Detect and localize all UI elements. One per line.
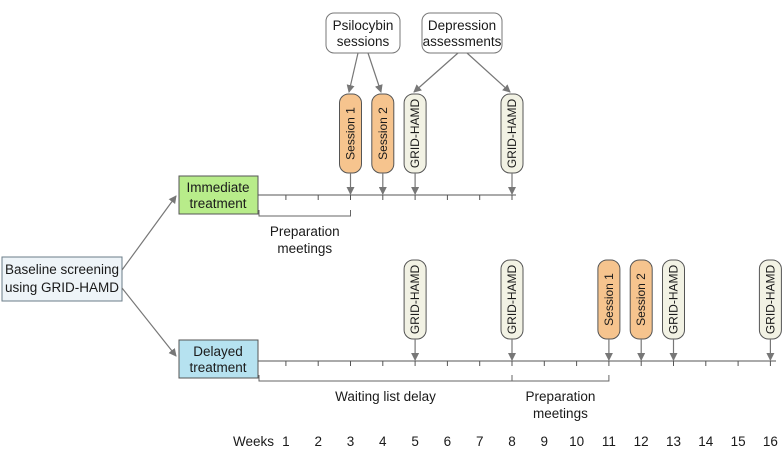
delayed-treatment-box: Delayed treatment <box>178 339 259 379</box>
delayed-label-line2: treatment <box>189 360 246 375</box>
depression-callout-line1: Depression <box>428 18 496 33</box>
callout-arrow-assessment-wk5 <box>413 52 459 93</box>
marker-label: GRID-HAMD <box>408 99 422 169</box>
assessment-marker-grid-hamd-week-5: GRID-HAMD <box>403 93 427 195</box>
marker-label: GRID-HAMD <box>505 265 519 335</box>
week-label-8: 8 <box>508 434 516 449</box>
immediate-treatment-box: Immediate treatment <box>178 175 259 215</box>
session-marker-session-1-week-3: Session 1 <box>339 93 362 195</box>
session-marker-session-2-week-4: Session 2 <box>371 93 395 195</box>
marker-label: GRID-HAMD <box>408 265 422 335</box>
bracket-preparation: Preparation meetings <box>511 375 610 421</box>
bracket-label-line1: Waiting list delay <box>335 389 436 404</box>
week-label-9: 9 <box>541 434 549 449</box>
baseline-box: Baseline screening using GRID-HAMD <box>1 256 123 302</box>
assessment-marker-grid-hamd-week-5: GRID-HAMD <box>403 259 427 361</box>
branch-arrow-immediate <box>121 195 177 271</box>
bracket-waiting-list-delay: Waiting list delay <box>258 375 513 404</box>
bracket-label-line2: meetings <box>277 241 332 256</box>
week-label-15: 15 <box>731 434 746 449</box>
immediate-label-line1: Immediate <box>186 180 249 195</box>
psilocybin-callout-line1: Psilocybin <box>333 18 394 33</box>
week-label-1: 1 <box>282 434 290 449</box>
week-label-10: 10 <box>569 434 584 449</box>
week-label-5: 5 <box>411 434 419 449</box>
marker-label: Session 1 <box>344 107 358 160</box>
callout-arrow-assessment-wk8 <box>466 52 511 93</box>
session-marker-session-1-week-11: Session 1 <box>597 259 621 361</box>
immediate-markers: Session 1 Session 2 GRID-HAMD GRID-HAMD <box>339 93 524 195</box>
marker-label: GRID-HAMD <box>763 265 777 335</box>
week-label-2: 2 <box>314 434 322 449</box>
week-label-6: 6 <box>444 434 452 449</box>
assessment-marker-grid-hamd-week-13: GRID-HAMD <box>662 259 685 361</box>
bracket-preparation: Preparation meetings <box>258 210 351 256</box>
week-label-16: 16 <box>763 434 778 449</box>
psilocybin-sessions-callout: Psilocybin sessions <box>325 12 401 54</box>
callout-arrow-session1 <box>346 52 359 93</box>
delayed-markers: GRID-HAMD GRID-HAMD Session 1 Session 2 GRID… <box>403 259 782 361</box>
immediate-timeline <box>258 194 516 200</box>
depression-assessments-callout: Depression assessments <box>421 12 503 54</box>
immediate-label-line2: treatment <box>189 196 246 211</box>
week-label-3: 3 <box>347 434 355 449</box>
baseline-label-line2: using GRID-HAMD <box>5 280 119 295</box>
delayed-timeline <box>258 360 776 366</box>
marker-label: GRID-HAMD <box>505 99 519 169</box>
marker-label: Session 2 <box>376 107 390 160</box>
assessment-marker-grid-hamd-week-8: GRID-HAMD <box>500 259 524 361</box>
weeks-axis-label: Weeks <box>233 434 274 449</box>
branch-arrow-delayed <box>121 287 177 357</box>
marker-label: Session 2 <box>634 273 648 326</box>
callout-arrow-session2 <box>367 52 383 93</box>
session-marker-session-2-week-12: Session 2 <box>629 259 653 361</box>
depression-callout-line2: assessments <box>423 34 502 49</box>
week-label-13: 13 <box>666 434 681 449</box>
week-label-14: 14 <box>698 434 714 449</box>
week-label-12: 12 <box>634 434 649 449</box>
bracket-label-line1: Preparation <box>270 224 340 239</box>
marker-label: Session 1 <box>602 273 616 326</box>
psilocybin-callout-line2: sessions <box>337 34 390 49</box>
baseline-label-line1: Baseline screening <box>5 262 119 277</box>
bracket-label-line1: Preparation <box>526 389 596 404</box>
week-label-4: 4 <box>379 434 387 449</box>
assessment-marker-grid-hamd-week-16: GRID-HAMD <box>758 259 782 361</box>
delayed-label-line1: Delayed <box>193 344 243 359</box>
marker-label: GRID-HAMD <box>667 265 681 335</box>
week-label-11: 11 <box>602 434 616 449</box>
assessment-marker-grid-hamd-week-8: GRID-HAMD <box>500 93 524 195</box>
bracket-label-line2: meetings <box>533 406 588 421</box>
week-label-7: 7 <box>476 434 484 449</box>
